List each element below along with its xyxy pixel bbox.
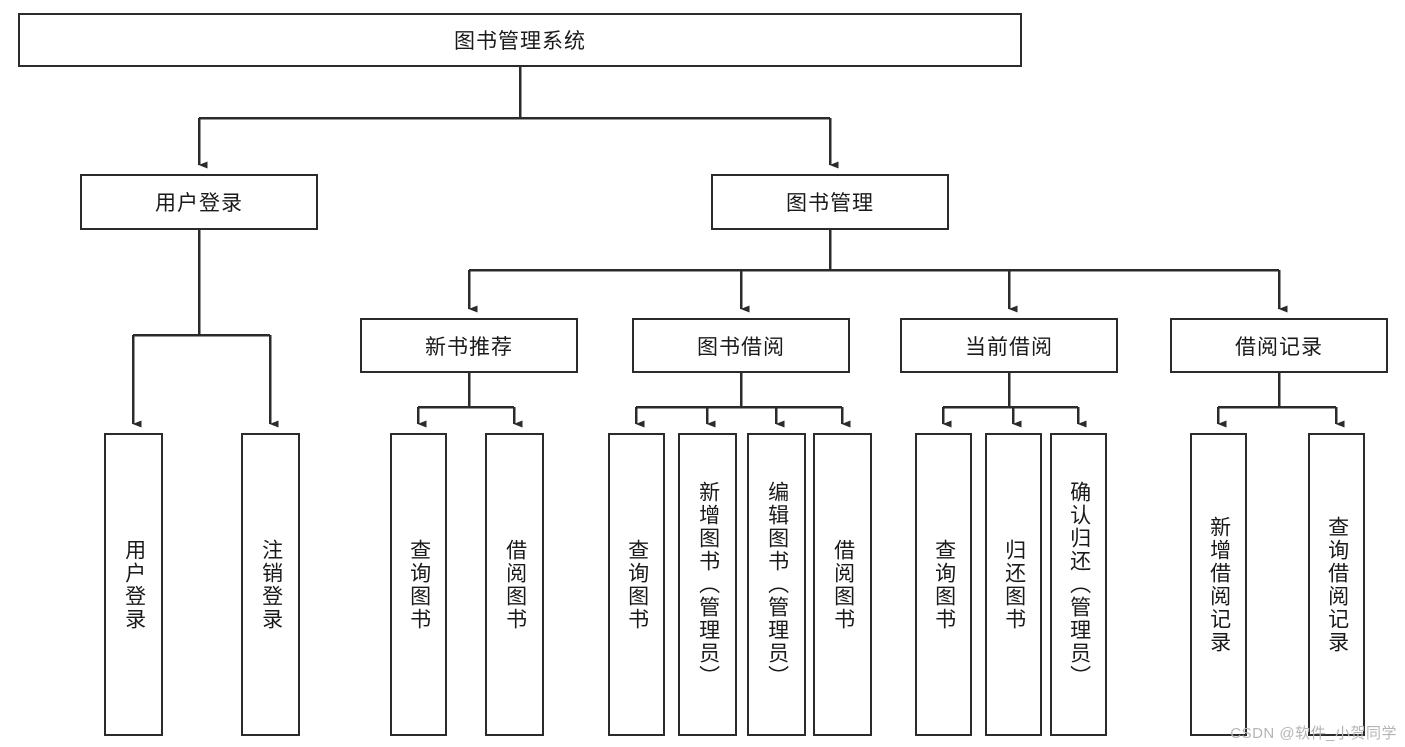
node-l-query-record[interactable]: 查询借阅记录 <box>1308 433 1365 736</box>
node-label: 编辑图书（管理员） <box>765 481 789 688</box>
node-l-logout[interactable]: 注销登录 <box>241 433 300 736</box>
node-l-confirm-return[interactable]: 确认归还（管理员） <box>1050 433 1107 736</box>
node-n-user-login[interactable]: 用户登录 <box>80 174 318 230</box>
node-l-borrow-book-1[interactable]: 借阅图书 <box>485 433 544 736</box>
node-label: 用户登录 <box>122 538 146 631</box>
node-l-borrow-book-2[interactable]: 借阅图书 <box>813 433 872 736</box>
node-label: 查询借阅记录 <box>1325 515 1349 654</box>
node-label: 确认归还（管理员） <box>1067 481 1091 688</box>
node-label: 借阅记录 <box>1235 335 1323 359</box>
node-label: 新增图书（管理员） <box>696 481 720 688</box>
node-label: 查询图书 <box>932 538 956 631</box>
node-label: 查询图书 <box>625 538 649 631</box>
node-l-query-book-3[interactable]: 查询图书 <box>915 433 972 736</box>
node-root[interactable]: 图书管理系统 <box>18 13 1022 67</box>
node-l-query-book-2[interactable]: 查询图书 <box>608 433 665 736</box>
node-label: 新增借阅记录 <box>1207 515 1231 654</box>
node-n-book-borrow[interactable]: 图书借阅 <box>632 318 850 373</box>
node-label: 借阅图书 <box>503 538 527 631</box>
node-l-user-login[interactable]: 用户登录 <box>104 433 163 736</box>
node-label: 图书管理系统 <box>454 30 586 53</box>
node-n-new-book-rec[interactable]: 新书推荐 <box>360 318 578 373</box>
node-label: 图书管理 <box>786 192 874 215</box>
node-label: 当前借阅 <box>965 335 1053 359</box>
node-n-book-manage[interactable]: 图书管理 <box>711 174 949 230</box>
node-label: 查询图书 <box>407 538 431 631</box>
node-l-return-book[interactable]: 归还图书 <box>985 433 1042 736</box>
node-l-edit-book[interactable]: 编辑图书（管理员） <box>747 433 806 736</box>
node-n-borrow-record[interactable]: 借阅记录 <box>1170 318 1388 373</box>
node-l-add-book[interactable]: 新增图书（管理员） <box>678 433 737 736</box>
node-l-add-record[interactable]: 新增借阅记录 <box>1190 433 1247 736</box>
node-label: 借阅图书 <box>831 538 855 631</box>
node-label: 用户登录 <box>155 192 243 215</box>
node-label: 注销登录 <box>259 538 283 631</box>
node-n-current-borrow[interactable]: 当前借阅 <box>900 318 1118 373</box>
node-l-query-book-1[interactable]: 查询图书 <box>390 433 447 736</box>
watermark-text: CSDN @软件_小贺同学 <box>1230 725 1397 742</box>
node-label: 图书借阅 <box>697 335 785 359</box>
node-label: 归还图书 <box>1002 538 1026 631</box>
node-label: 新书推荐 <box>425 335 513 359</box>
